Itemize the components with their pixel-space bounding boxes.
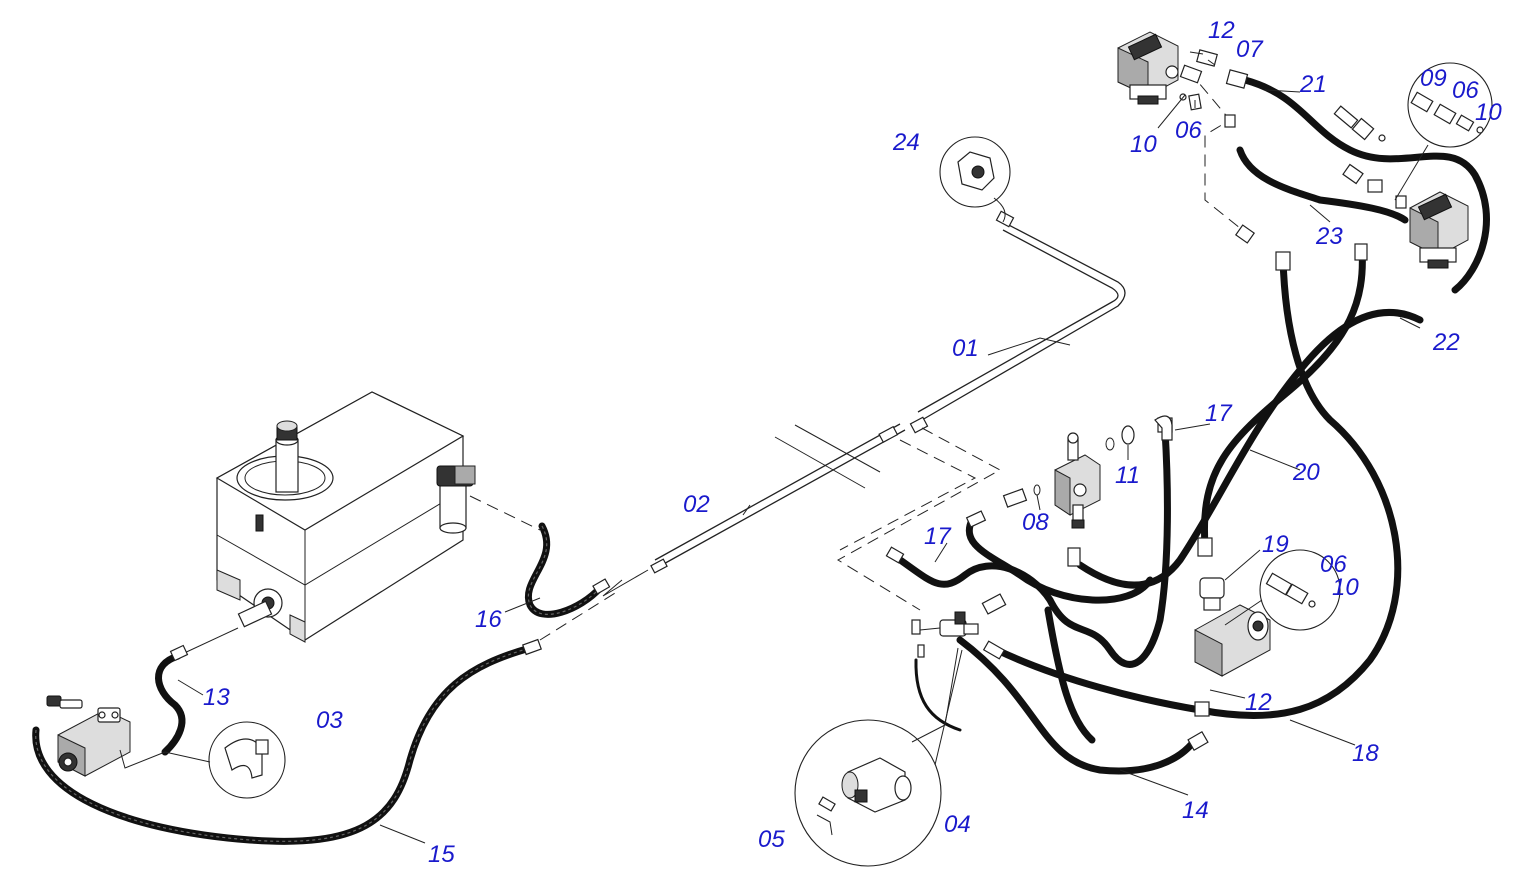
callout-17-top: 17 <box>1205 400 1233 427</box>
callout-09: 09 <box>1420 65 1447 92</box>
callout-17-mid: 17 <box>924 523 952 550</box>
callout-18: 18 <box>1352 740 1379 767</box>
callout-01: 01 <box>952 335 979 362</box>
steel-pipe-02 <box>602 416 929 597</box>
callout-05: 05 <box>758 826 785 853</box>
hose-21 <box>1241 76 1490 294</box>
callout-22: 22 <box>1432 329 1460 356</box>
callout-21: 21 <box>1299 71 1327 98</box>
tee-fitting <box>911 611 979 732</box>
callout-06-detail-top: 06 <box>1452 77 1479 104</box>
detail-circle-24 <box>939 136 1011 223</box>
callout-10-detail-mid: 10 <box>1332 574 1359 601</box>
upper-pump-left <box>1117 31 1179 105</box>
callout-10-detail-top: 10 <box>1475 99 1502 126</box>
callout-06-top: 06 <box>1175 117 1202 144</box>
hose-17 <box>889 426 1171 668</box>
callout-04: 04 <box>944 811 971 838</box>
hose-22 <box>1236 146 1409 224</box>
callout-15: 15 <box>428 841 455 868</box>
hose-18 <box>993 254 1402 720</box>
callout-06-detail-mid: 06 <box>1320 551 1347 578</box>
callout-07: 07 <box>1236 36 1264 63</box>
hose-13 <box>119 627 239 769</box>
return-filter <box>436 465 476 534</box>
callout-08: 08 <box>1022 509 1049 536</box>
callout-20: 20 <box>1292 459 1320 486</box>
leader-lines <box>177 51 1421 844</box>
callout-12-mid: 12 <box>1245 689 1272 716</box>
callout-24: 24 <box>892 129 920 156</box>
callout-14: 14 <box>1182 797 1209 824</box>
callout-16: 16 <box>475 606 502 633</box>
main-pump <box>46 695 131 777</box>
callout-02: 02 <box>683 491 710 518</box>
callout-03: 03 <box>316 707 343 734</box>
upper-pump-right <box>1409 191 1469 269</box>
upper-fittings <box>1179 49 1407 209</box>
hose-16 <box>524 522 611 618</box>
callout-labels: 01 02 03 04 05 06 06 06 07 08 09 10 10 1… <box>203 17 1502 868</box>
assembly-dash-lines <box>469 69 1246 641</box>
detail-circle-04 <box>794 647 963 867</box>
callout-12-top: 12 <box>1208 17 1235 44</box>
steel-pipe-01 <box>917 210 1126 421</box>
detail-circle-0610 <box>1224 549 1341 631</box>
hydraulic-tank <box>215 391 465 643</box>
hose-14 <box>956 606 1199 775</box>
gear-pump-19 <box>1194 577 1271 677</box>
callout-23: 23 <box>1315 223 1343 250</box>
detail-circle-03 <box>164 721 286 799</box>
callout-19: 19 <box>1262 531 1289 558</box>
hose-fittings <box>885 69 1368 752</box>
callout-10-top: 10 <box>1130 131 1157 158</box>
hose-15 <box>32 638 542 845</box>
detail-circle-0910 <box>1394 62 1493 201</box>
callout-13: 13 <box>203 684 230 711</box>
hose-20 <box>1076 246 1424 589</box>
control-valve <box>1002 415 1173 529</box>
callout-11: 11 <box>1115 462 1140 489</box>
